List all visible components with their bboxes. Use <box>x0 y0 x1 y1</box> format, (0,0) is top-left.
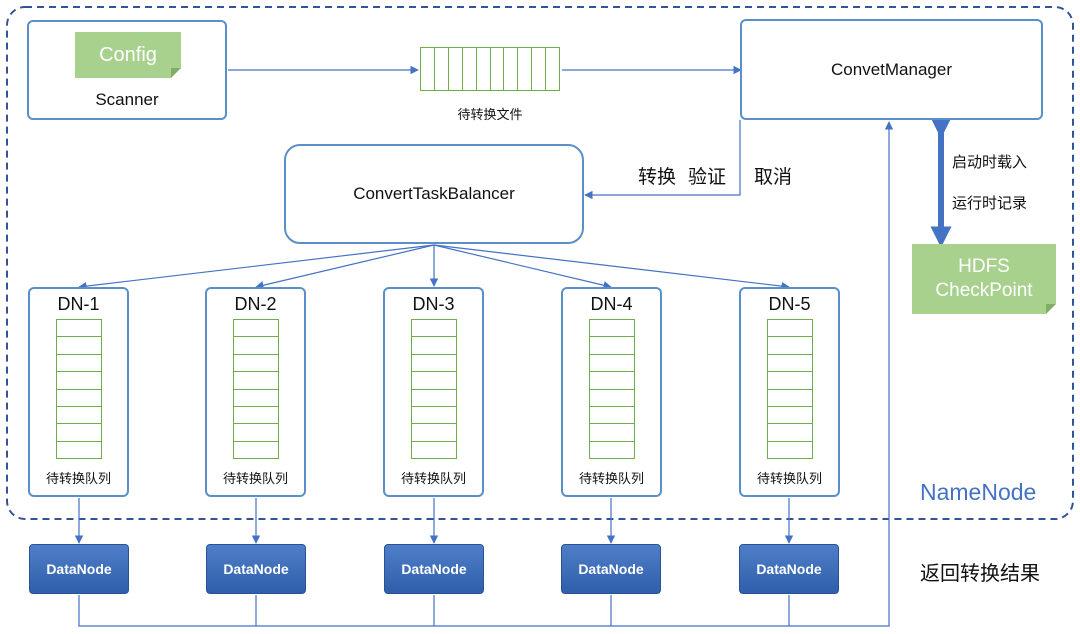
action-verify-label: 验证 <box>688 167 727 188</box>
convert-task-balancer-box: ConvertTaskBalancer <box>284 144 584 244</box>
dn-queue-label: 待转换队列 <box>400 471 466 486</box>
datanode: DataNode <box>206 544 306 594</box>
dn-queue <box>411 319 457 459</box>
datanode: DataNode <box>739 544 839 594</box>
dn-queue-label: 待转换队列 <box>222 471 288 486</box>
datanode: DataNode <box>561 544 661 594</box>
dn-title: DN-5 <box>768 294 811 314</box>
datanode: DataNode <box>384 544 484 594</box>
dn-title: DN-3 <box>412 294 455 314</box>
namenode-boundary <box>6 6 1074 520</box>
dn-queue-box: DN-1 待转换队列 <box>28 287 129 497</box>
dn-queue-label: 待转换队列 <box>756 471 822 486</box>
record-at-runtime-label: 运行时记录 <box>952 195 1028 212</box>
return-result-label: 返回转换结果 <box>920 563 1040 585</box>
dn-title: DN-1 <box>57 294 100 314</box>
dn-queue-box: DN-5 待转换队列 <box>739 287 840 497</box>
dn-queue <box>589 319 635 459</box>
dn-queue <box>56 319 102 459</box>
hdfs-line1: HDFS <box>958 256 1010 277</box>
convet-manager-box: ConvetManager <box>740 19 1043 120</box>
hdfs-checkpoint-note: HDFS CheckPoint <box>912 244 1056 314</box>
namenode-label: NameNode <box>920 479 1037 505</box>
dn-queue-box: DN-3 待转换队列 <box>383 287 484 497</box>
config-note: Config <box>75 32 181 78</box>
dn-queue-box: DN-4 待转换队列 <box>561 287 662 497</box>
dn-title: DN-2 <box>234 294 277 314</box>
dn-queue <box>233 319 279 459</box>
pending-files-queue <box>420 47 560 91</box>
action-convert-label: 转换 <box>638 167 677 188</box>
datanode: DataNode <box>29 544 129 594</box>
dn-queue-label: 待转换队列 <box>45 471 111 486</box>
load-on-start-label: 启动时载入 <box>952 154 1028 171</box>
dn-queue <box>767 319 813 459</box>
scanner-label: Scanner <box>95 90 159 109</box>
pending-files-label: 待转换文件 <box>457 107 523 122</box>
dn-queue-label: 待转换队列 <box>578 471 644 486</box>
hdfs-line2: CheckPoint <box>935 280 1033 301</box>
scanner-box: Config Scanner <box>27 20 227 120</box>
dn-title: DN-4 <box>590 294 633 314</box>
dn-queue-box: DN-2 待转换队列 <box>205 287 306 497</box>
action-cancel-label: 取消 <box>754 167 793 188</box>
